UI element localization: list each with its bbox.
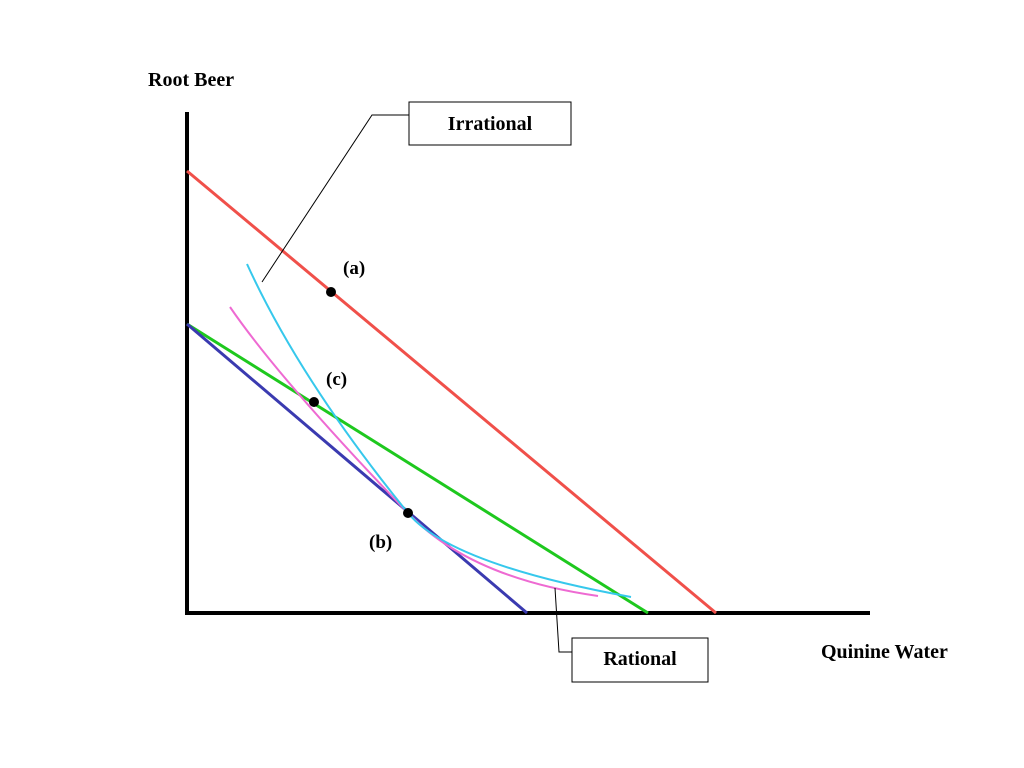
x-axis-title: Quinine Water xyxy=(821,641,948,663)
point-a xyxy=(326,287,336,297)
point-label-b: (b) xyxy=(369,532,392,553)
rational-callout-box xyxy=(571,637,709,683)
point-label-a: (a) xyxy=(343,258,365,279)
irrational-callout-box xyxy=(408,101,572,146)
point-c xyxy=(309,397,319,407)
point-label-c: (c) xyxy=(326,369,347,390)
rational-callout-label: Rational xyxy=(603,648,677,670)
rational-leader-line xyxy=(554,587,572,653)
indifference-curve-cyan xyxy=(246,263,632,598)
irrational-leader-line xyxy=(261,114,409,283)
y-axis-title: Root Beer xyxy=(148,69,234,91)
irrational-callout-label: Irrational xyxy=(448,113,533,135)
point-b xyxy=(403,508,413,518)
budget-line-rotated xyxy=(186,322,649,615)
budget-line-original xyxy=(186,322,528,615)
indifference-curve-magenta xyxy=(229,306,599,597)
budget-line-high xyxy=(186,169,717,615)
